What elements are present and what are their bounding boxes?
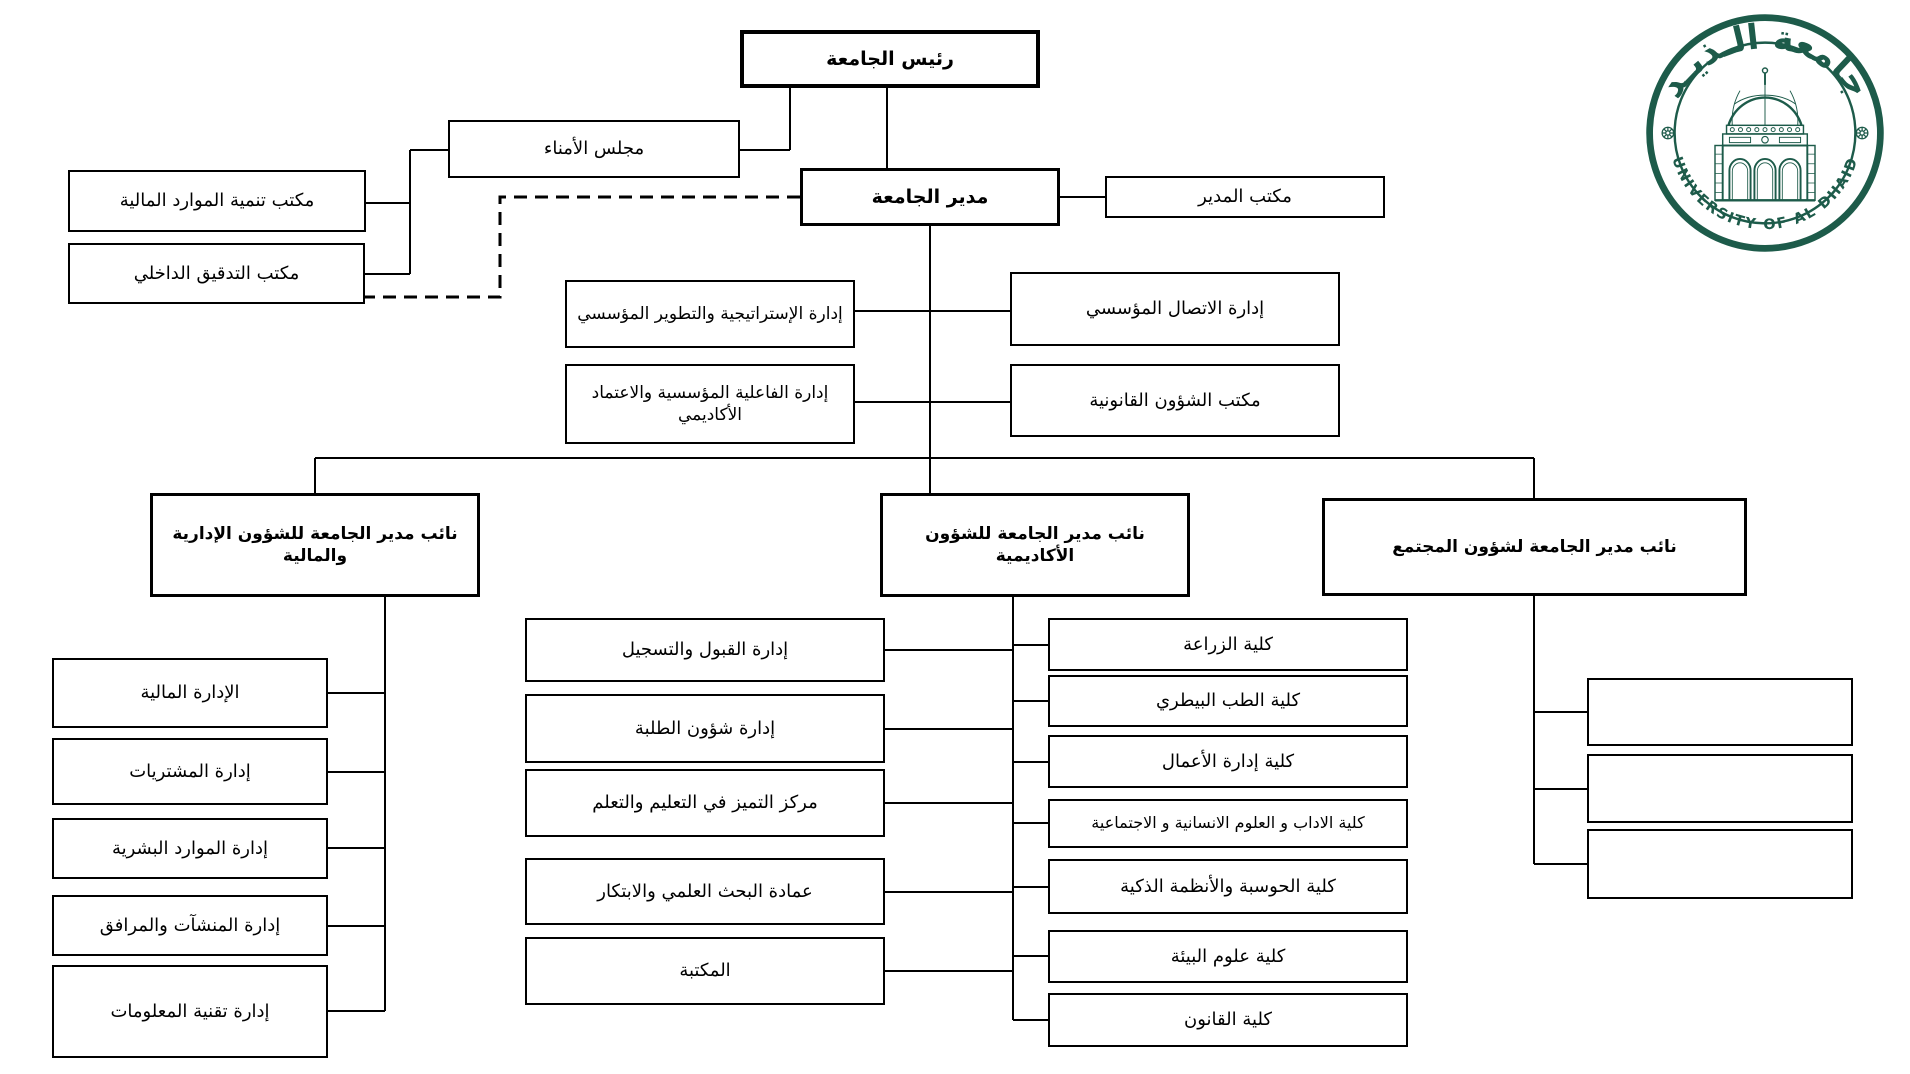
logo-building-icon (1714, 67, 1816, 202)
node-partnerships-office (1587, 754, 1853, 823)
university-logo: جامعة الـذيـد UNIVERSITY OF AL DHAID (1646, 14, 1884, 252)
node-college-agriculture: كلية الزراعة (1048, 618, 1408, 671)
node-college-environment: كلية علوم البيئة (1048, 930, 1408, 983)
logo-inner-ring (1673, 41, 1857, 225)
node-college-arts-humanities: كلية الاداب و العلوم الانسانية و الاجتما… (1048, 799, 1408, 848)
node-college-veterinary: كلية الطب البيطري (1048, 675, 1408, 727)
logo-rosette-icon (1661, 126, 1675, 140)
node-hr-dept: إدارة الموارد البشرية (52, 818, 328, 879)
node-procurement-dept: إدارة المشتريات (52, 738, 328, 805)
node-president: رئيس الجامعة (740, 30, 1040, 88)
node-director: مدير الجامعة (800, 168, 1060, 226)
node-trustees: مجلس الأمناء (448, 120, 740, 178)
dashed-advisory-line (365, 195, 800, 299)
node-college-computing: كلية الحوسبة والأنظمة الذكية (1048, 859, 1408, 914)
node-library: المكتبة (525, 937, 885, 1005)
node-finance-dept: الإدارة المالية (52, 658, 328, 728)
node-college-business: كلية إدارة الأعمال (1048, 735, 1408, 788)
node-legal-office: مكتب الشؤون القانونية (1010, 364, 1340, 437)
node-communication-dept: إدارة الاتصال المؤسسي (1010, 272, 1340, 346)
logo-english-name: UNIVERSITY OF AL DHAID (1668, 155, 1861, 234)
node-effectiveness-dept: إدارة الفاعلية المؤسسية والاعتماد الأكاد… (565, 364, 855, 444)
logo-outer-ring (1646, 14, 1884, 252)
node-director-office: مكتب المدير (1105, 176, 1385, 218)
node-student-affairs: إدارة شؤون الطلبة (525, 694, 885, 763)
node-facilities-dept: إدارة المنشآت والمرافق (52, 895, 328, 956)
node-college-law: كلية القانون (1048, 993, 1408, 1047)
node-internal-audit-office: مكتب التدقيق الداخلي (68, 243, 365, 304)
node-teaching-excellence-center: مركز التميز في التعليم والتعلم (525, 769, 885, 837)
node-skills-center (1587, 678, 1853, 746)
node-deputy-academic: نائب مدير الجامعة للشؤون الأكاديمية (880, 493, 1190, 597)
node-research-deanship: عمادة البحث العلمي والابتكار (525, 858, 885, 925)
node-strategy-dept: إدارة الإستراتيجية والتطوير المؤسسي (565, 280, 855, 348)
logo-rosette-icon (1855, 126, 1869, 140)
node-it-dept: إدارة تقنية المعلومات (52, 965, 328, 1058)
node-deputy-community: نائب مدير الجامعة لشؤون المجتمع (1322, 498, 1747, 596)
node-alumni-office (1587, 829, 1853, 899)
node-deputy-admin-financial: نائب مدير الجامعة للشؤون الإدارية والمال… (150, 493, 480, 597)
node-financial-resources-office: مكتب تنمية الموارد المالية (68, 170, 366, 232)
node-admission-registration: إدارة القبول والتسجيل (525, 618, 885, 682)
